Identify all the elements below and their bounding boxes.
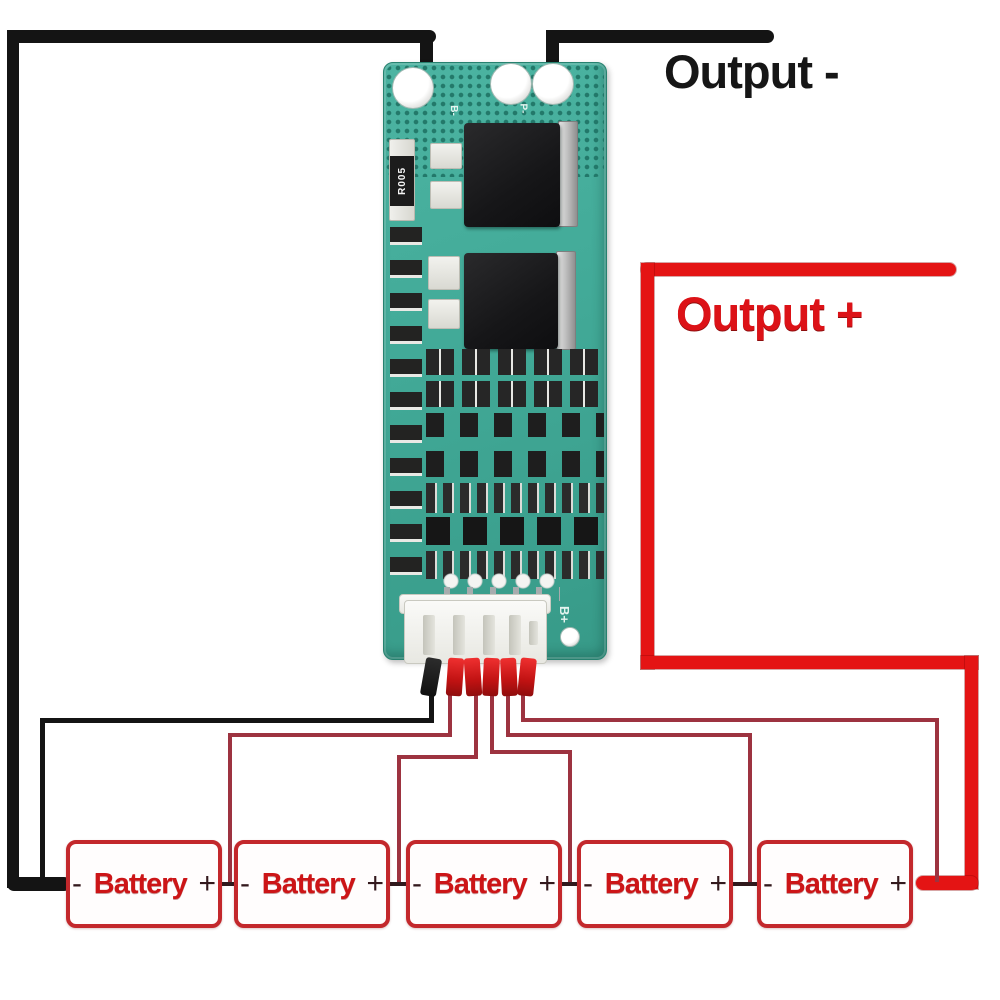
- battery2-label: Battery: [261, 867, 356, 900]
- solder-pad-p-minus-1: [490, 63, 532, 105]
- output-positive-label: Output +: [676, 287, 863, 340]
- output-negative-wire-right-bar: [546, 30, 774, 43]
- balance-connector-body: [404, 600, 547, 664]
- balance-lead-red-3: [482, 657, 500, 697]
- ic-row: [426, 517, 604, 545]
- balance-wire-5-vertical-a: [521, 686, 525, 722]
- battery1-plus-terminal: +: [198, 867, 216, 900]
- transistor-row-2: [426, 451, 604, 477]
- silkscreen-p-minus: P-: [517, 103, 529, 114]
- battery3-battery4-link: [558, 882, 581, 886]
- output-positive-wire-bottom-bar: [641, 656, 978, 669]
- shunt-resistor: R005: [389, 139, 415, 221]
- shunt-resistor-band: R005: [390, 156, 414, 206]
- battery4-battery5-link: [729, 882, 761, 886]
- output-negative-wire-top-bar: [7, 30, 436, 43]
- battery-box-5: - Battery +: [757, 840, 913, 928]
- wire-stub-board-b-minus: [420, 34, 433, 66]
- balance-wire-2-vertical-b: [397, 755, 401, 885]
- battery3-plus-terminal: +: [538, 867, 556, 900]
- balance-wire-4-vertical-a: [506, 686, 510, 737]
- balance-wire-3-horizontal: [490, 750, 572, 754]
- balance-lead-red-1: [445, 657, 465, 697]
- smd-capacitor-2: [430, 181, 462, 209]
- balance-wire-1-horizontal: [228, 733, 452, 737]
- resistor-row-1: [426, 349, 604, 375]
- battery5-label: Battery: [784, 867, 879, 900]
- resistor-row-2: [426, 381, 604, 407]
- left-component-column: [390, 227, 422, 583]
- battery4-minus-terminal: -: [583, 867, 593, 900]
- battery4-label: Battery: [604, 867, 699, 900]
- output-positive-wire-to-battery5: [916, 876, 978, 890]
- balance-wire-5-vertical-b: [935, 718, 939, 882]
- smd-capacitor-3: [428, 256, 460, 290]
- battery2-plus-terminal: +: [366, 867, 384, 900]
- output-positive-wire-top-bar: [641, 263, 956, 276]
- resistor-row-3: [426, 483, 604, 513]
- balance-wire-3-vertical-a: [490, 686, 494, 754]
- bms-board: B- P- R005 B+: [383, 62, 607, 660]
- battery-box-4: - Battery +: [577, 840, 733, 928]
- balance-lead-red-5: [517, 657, 537, 697]
- transistor-row-1: [426, 413, 604, 437]
- balance-lead-red-4: [500, 657, 518, 697]
- solder-pad-p-minus-2: [532, 63, 574, 105]
- output-negative-label: Output -: [664, 45, 840, 98]
- balance-wire-4-horizontal: [506, 733, 752, 737]
- battery3-minus-terminal: -: [412, 867, 422, 900]
- battery2-minus-terminal: -: [240, 867, 250, 900]
- balance-wire-0-vertical-b: [40, 718, 45, 885]
- connector-slot-4: [509, 615, 521, 655]
- silkscreen-b-plus: B+: [556, 606, 572, 623]
- smd-capacitor-4: [428, 299, 460, 329]
- battery1-minus-terminal: -: [72, 867, 82, 900]
- balance-wire-0-horizontal: [40, 718, 434, 723]
- balance-wire-0-vertical-a: [429, 686, 434, 722]
- connector-solder-pads: [442, 571, 562, 591]
- connector-slot-1: [423, 615, 435, 655]
- silkscreen-b-minus: B-: [447, 105, 459, 116]
- battery4-plus-terminal: +: [709, 867, 727, 900]
- output-positive-wire-left-vertical: [641, 263, 654, 669]
- balance-wire-2-horizontal: [397, 755, 478, 759]
- mosfet-1: [464, 123, 560, 227]
- battery5-plus-terminal: +: [889, 867, 907, 900]
- battery3-label: Battery: [433, 867, 528, 900]
- battery2-battery3-link: [386, 882, 410, 886]
- mosfet-2: [464, 253, 558, 349]
- connector-slot-5: [529, 621, 538, 645]
- balance-wire-3-vertical-b: [568, 750, 572, 885]
- balance-wire-5-horizontal: [521, 718, 939, 722]
- balance-wire-1-vertical-b: [228, 733, 232, 885]
- connector-slot-3: [483, 615, 495, 655]
- connector-slot-2: [453, 615, 465, 655]
- shunt-resistor-label: R005: [396, 167, 408, 195]
- output-negative-wire-left-vertical: [7, 30, 19, 888]
- balance-lead-red-2: [463, 657, 483, 697]
- balance-wire-4-vertical-b: [748, 733, 752, 885]
- battery1-label: Battery: [93, 867, 188, 900]
- output-negative-wire-bottom-to-battery1: [7, 877, 71, 891]
- battery5-minus-terminal: -: [763, 867, 773, 900]
- output-positive-wire-right-vertical: [965, 656, 978, 889]
- battery1-battery2-link: [218, 882, 238, 886]
- smd-capacitor-1: [430, 143, 462, 169]
- mounting-hole-b-minus: [392, 67, 434, 109]
- mosfet2-metal-tab: [556, 251, 576, 350]
- battery-box-1: - Battery +: [66, 840, 222, 928]
- balance-wire-1-vertical-a: [448, 686, 452, 737]
- mounting-hole-bottom-right: [560, 627, 580, 647]
- battery-box-2: - Battery +: [234, 840, 390, 928]
- mosfet1-metal-tab: [558, 121, 578, 227]
- balance-wire-2-vertical-a: [474, 686, 478, 759]
- battery-box-3: - Battery +: [406, 840, 562, 928]
